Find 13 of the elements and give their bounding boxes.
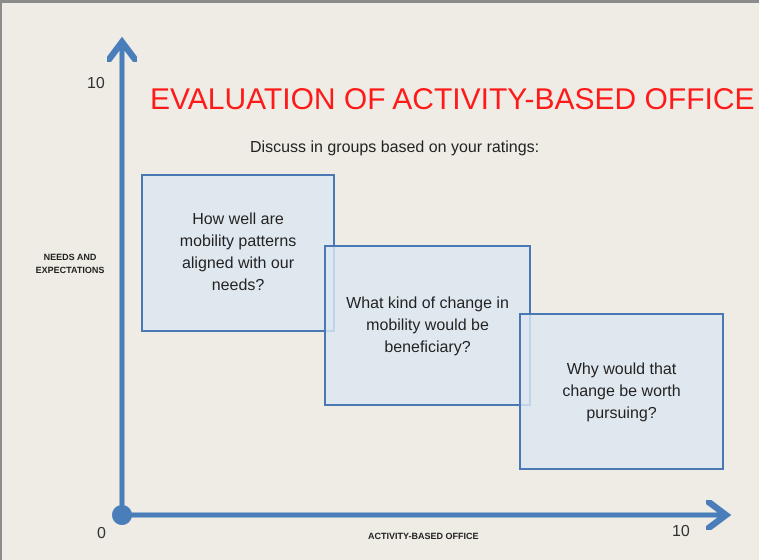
question-box: [141, 174, 335, 332]
question-text: What kind of change in mobility would be beneficiary?: [345, 294, 510, 358]
question-box: [519, 313, 724, 470]
question-text: How well are mobility patterns aligned with our needs?: [178, 210, 298, 296]
question-text: Why would that change be worth pursuing?: [561, 360, 682, 424]
title: EVALUATION OF ACTIVITY-BASED OFFICE: [150, 83, 755, 117]
instruction-text: Discuss in groups based on your ratings:: [250, 139, 540, 157]
axis-title: NEEDS AND EXPECTATIONS: [34, 251, 106, 277]
axis-tick-label: 0: [97, 525, 106, 543]
axis-title: ACTIVITY-BASED OFFICE: [368, 531, 479, 541]
axis-tick-label: 10: [672, 523, 690, 541]
axis-tick-label: 10: [87, 75, 105, 93]
question-box: [324, 245, 531, 406]
